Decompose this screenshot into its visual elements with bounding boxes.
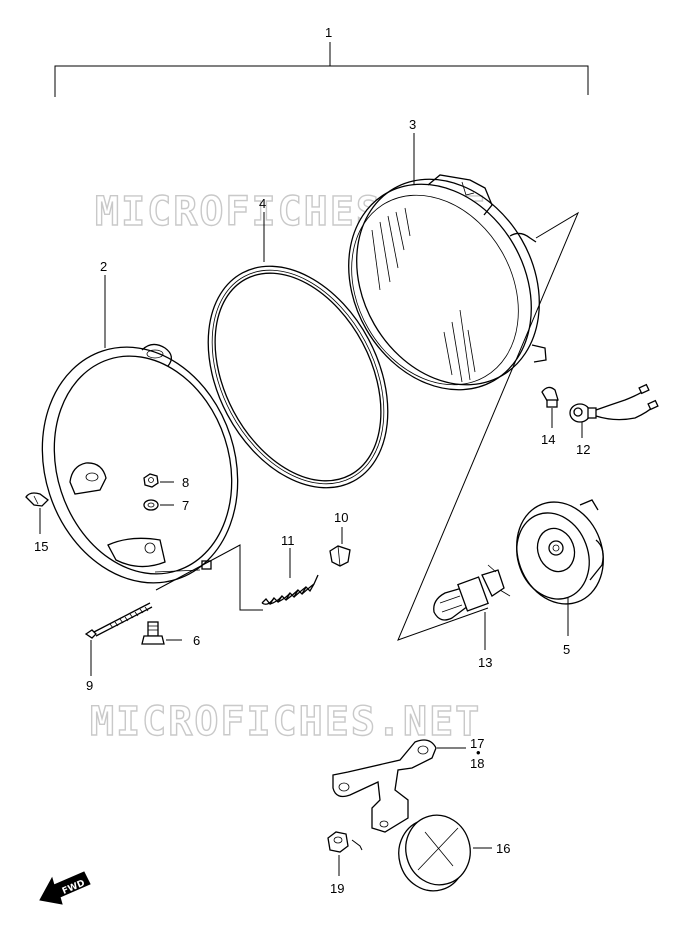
callout-18: 18 xyxy=(470,756,484,771)
callout-16: 16 xyxy=(496,841,510,856)
watermark-bottom: MICROFICHES.NET xyxy=(90,699,481,745)
part-9-adjusting-screw xyxy=(84,602,153,639)
callout-8: 8 xyxy=(182,475,189,490)
callout-13: 13 xyxy=(478,655,492,670)
callout-1: 1 xyxy=(325,25,332,40)
part-5-socket-cover xyxy=(516,499,604,605)
callout-7: 7 xyxy=(182,498,189,513)
forward-arrow-icon: FWD xyxy=(39,871,91,905)
callout-5: 5 xyxy=(563,642,570,657)
callout-10: 10 xyxy=(334,510,348,525)
part-7-washer xyxy=(143,499,159,511)
part-11-spring xyxy=(261,574,319,606)
lens-pattern xyxy=(371,207,476,383)
callout-6: 6 xyxy=(193,633,200,648)
part-14-bulb xyxy=(541,386,559,408)
callout-4: 4 xyxy=(259,196,266,211)
callout-15: 15 xyxy=(34,539,48,554)
guide-lines xyxy=(155,211,580,641)
callout-2: 2 xyxy=(100,259,107,274)
part-12-socket xyxy=(569,383,659,423)
callout-12: 12 xyxy=(576,442,590,457)
part-17-18-bracket xyxy=(332,739,437,833)
part-13-halogen-bulb xyxy=(433,564,511,621)
part-16-cap xyxy=(398,814,471,892)
part-4-trim-ring xyxy=(207,265,389,489)
part-10-adjuster-nut xyxy=(329,545,351,567)
callout-9: 9 xyxy=(86,678,93,693)
part-19-nut xyxy=(327,831,349,853)
callout-3: 3 xyxy=(409,117,416,132)
callout-14: 14 xyxy=(541,432,555,447)
part-3-lens-unit xyxy=(348,174,547,391)
part-2-housing-rim xyxy=(41,343,239,584)
assembly-bracket xyxy=(54,42,589,97)
callout-17-separator: • xyxy=(476,745,481,760)
part-6-bolt xyxy=(141,621,165,645)
part-15-screw xyxy=(25,492,49,507)
callout-17: 17 xyxy=(470,736,484,751)
callout-11: 11 xyxy=(281,533,295,548)
callout-19: 19 xyxy=(330,881,344,896)
part-8-nut xyxy=(143,473,159,488)
